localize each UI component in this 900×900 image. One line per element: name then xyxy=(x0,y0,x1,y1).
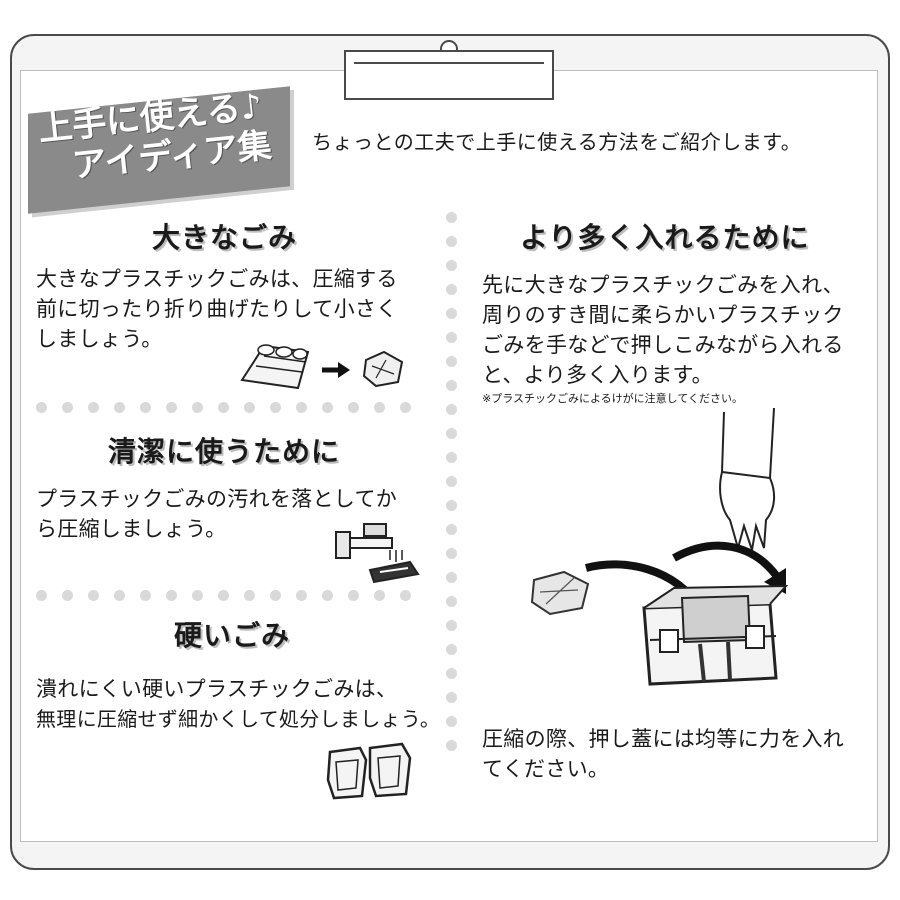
caution-note: ※プラスチックごみによるけがに注意してください。 xyxy=(482,392,744,405)
text-line: 大きなプラスチックごみは、圧縮する xyxy=(36,267,398,291)
heading-large-garbage: 大きなごみ xyxy=(152,221,298,254)
heading-cleanliness: 清潔に使うために xyxy=(108,435,341,468)
text-line: プラスチックごみの汚れを落としてか xyxy=(36,487,398,511)
text-large-garbage: 大きなプラスチックごみは、圧縮する 前に切ったり折り曲げたりして小さく しましょ… xyxy=(36,264,436,354)
intro-text: ちょっとの工夫で上手に使える方法をご紹介します。 xyxy=(312,130,802,154)
text-line: 周りのすき間に柔らかいプラスチック xyxy=(482,303,844,327)
text-line: しましょう。 xyxy=(36,327,163,351)
text-line: ら圧縮しましょう。 xyxy=(36,517,227,541)
text-hard-garbage: 潰れにくい硬いプラスチックごみは、 無理に圧縮せず細かくして処分しましょう。 xyxy=(36,674,446,734)
clipboard-clip xyxy=(344,50,554,100)
faucet-washing-icon xyxy=(335,523,420,584)
text-line: 前に切ったり折り曲げたりして小さく xyxy=(36,297,398,321)
divider-dots xyxy=(36,402,411,414)
text-line: てください。 xyxy=(482,757,610,781)
text-line: 潰れにくい硬いプラスチックごみは、 xyxy=(36,677,398,701)
divider-dots xyxy=(36,590,411,602)
heading-fit-more: より多く入れるために xyxy=(520,221,810,254)
text-line: 先に大きなプラスチックごみを入れ、 xyxy=(482,273,844,297)
text-line: と、より多く入ります。 xyxy=(482,363,713,387)
text-line: ごみを手などで押しこみながら入れる xyxy=(482,333,844,357)
flatten-container-icon xyxy=(240,344,404,390)
text-fit-more: 先に大きなプラスチックごみを入れ、 周りのすき間に柔らかいプラスチック ごみを手… xyxy=(482,270,882,390)
hard-containers-icon xyxy=(326,742,412,800)
text-press-evenly: 圧縮の際、押し蓋には均等に力を入れ てください。 xyxy=(482,724,882,784)
heading-hard-garbage: 硬いごみ xyxy=(174,619,291,652)
text-cleanliness: プラスチックごみの汚れを落としてか ら圧縮しましょう。 xyxy=(36,484,436,544)
hand-pushing-garbage-illustration xyxy=(530,407,789,686)
column-divider-dots xyxy=(446,212,458,751)
text-line: 無理に圧縮せず細かくして処分しましょう。 xyxy=(36,707,441,731)
text-line: 圧縮の際、押し蓋には均等に力を入れ xyxy=(482,727,845,751)
